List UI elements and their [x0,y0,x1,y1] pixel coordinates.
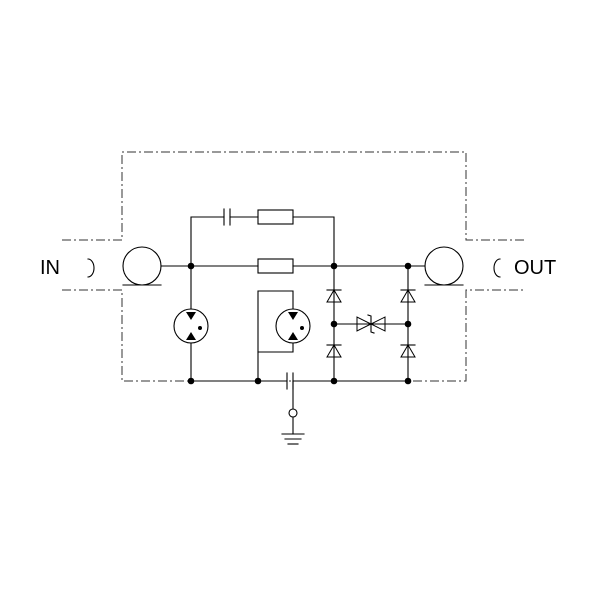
upper-resistor [257,209,294,225]
gas-discharge-tube-1 [173,308,209,344]
junction-dots [187,262,412,385]
ground-icon [281,416,305,445]
rc-branch-wire-right [292,216,335,267]
label-out: OUT [514,257,556,279]
gas-discharge-tube-2 [275,308,311,344]
out-connector-arc [493,258,501,278]
diode-right-top [400,289,416,303]
label-in: IN [40,257,60,279]
tvs-diode-bidirectional [356,314,386,334]
out-coax-connector [424,246,464,286]
diode-left-bottom [326,344,342,358]
in-coax-connector [122,246,162,286]
gdt2-wire-bottom [257,342,294,353]
rc-branch-wire-left [190,216,225,267]
upper-capacitor [223,208,231,226]
diode-right-bottom [400,344,416,358]
ground-terminal [288,408,298,418]
diode-left-top [326,289,342,303]
series-resistor [257,258,294,274]
gdt2-wire-top [257,290,294,382]
housing-outline-top [62,151,526,241]
in-connector-arc [87,258,95,278]
